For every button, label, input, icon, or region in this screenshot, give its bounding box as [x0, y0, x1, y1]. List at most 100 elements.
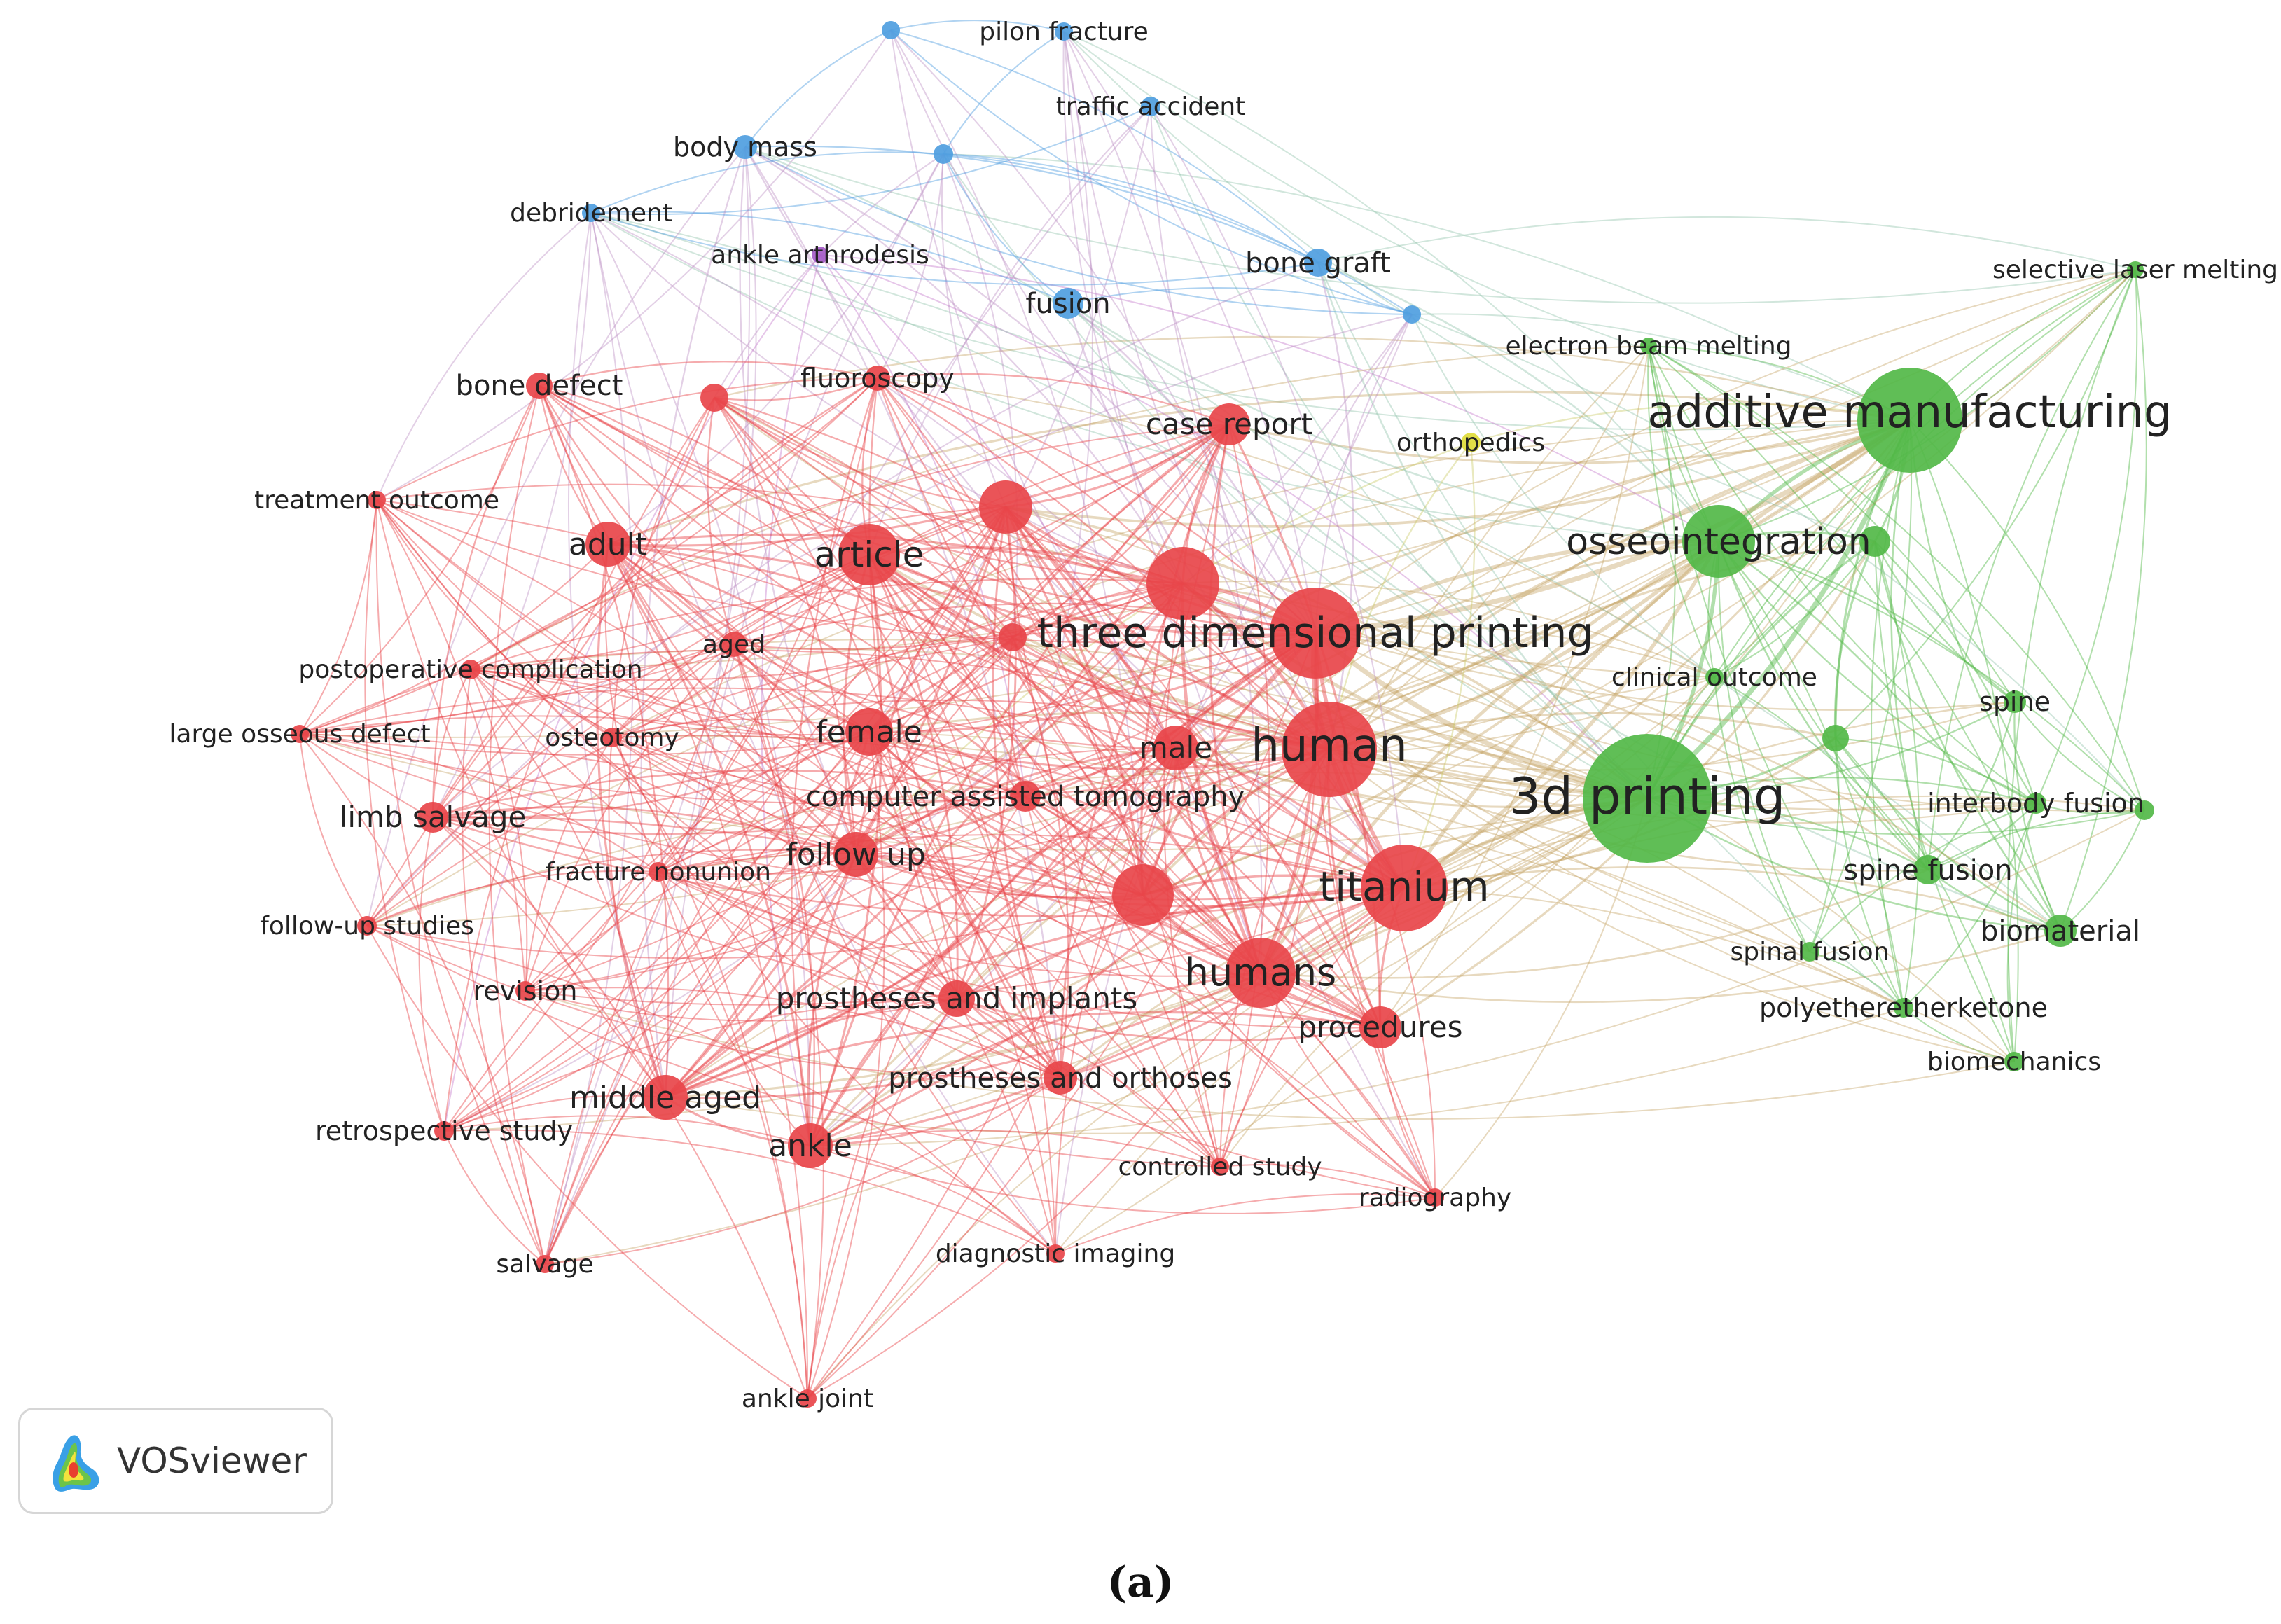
network-edge [1315, 418, 1911, 636]
node-spine[interactable] [2004, 690, 2026, 713]
node-selective-laser-melting[interactable] [2127, 261, 2144, 278]
network-edge [1005, 506, 1436, 1198]
node-unlabeled-25[interactable] [1403, 305, 1421, 324]
network-edge [1908, 419, 2037, 804]
node-unlabeled-4[interactable] [1822, 725, 1849, 751]
node-retrospective-study[interactable] [434, 1121, 454, 1141]
network-edge [1314, 539, 1719, 635]
node-three-dimensional-printing[interactable] [1270, 588, 1361, 679]
node-bone-graft[interactable] [1304, 249, 1332, 277]
node-ankle-joint[interactable] [798, 1389, 817, 1408]
node-ankle[interactable] [788, 1123, 833, 1168]
node-human[interactable] [1282, 702, 1377, 797]
node-traffic-accident[interactable] [1141, 97, 1160, 116]
node-pilon-fracture[interactable] [1055, 22, 1073, 41]
network-edge [744, 146, 1413, 315]
network-edge [1380, 1027, 1436, 1198]
node-unlabeled-17[interactable] [882, 21, 900, 39]
node-aged[interactable] [721, 632, 747, 657]
label-electron-beam-melting: electron beam melting [1505, 332, 1791, 361]
node-orthopedics[interactable] [1461, 433, 1481, 452]
node-body-mass[interactable] [733, 135, 757, 159]
node-electron-beam-melting[interactable] [1640, 338, 1657, 354]
node-additive-manufacturing[interactable] [1857, 368, 1962, 473]
node-unlabeled-51[interactable] [999, 623, 1027, 651]
label-adult: adult [569, 527, 647, 562]
node-fusion[interactable] [1053, 288, 1083, 319]
network-edge [1067, 286, 1413, 315]
network-edge [299, 733, 1405, 901]
node-prostheses-and-implants[interactable] [938, 980, 975, 1017]
node-unlabeled-21[interactable] [934, 144, 953, 164]
node-article[interactable] [838, 524, 900, 585]
node-follow-up[interactable] [833, 832, 878, 877]
network-edge [470, 649, 1330, 750]
network-edge [539, 385, 1330, 751]
node-unlabeled-31[interactable] [1146, 547, 1219, 620]
network-edge [1067, 303, 1330, 750]
node-biomaterial[interactable] [2044, 915, 2077, 947]
node-case-report[interactable] [1208, 403, 1250, 445]
node-salvage[interactable] [536, 1255, 554, 1273]
node-male[interactable] [1153, 726, 1198, 770]
node-spine-fusion[interactable] [1913, 855, 1943, 884]
node-debridement[interactable] [582, 204, 600, 222]
network-edge [470, 669, 957, 999]
network-edge [819, 254, 1026, 797]
node-middle-aged[interactable] [643, 1075, 688, 1120]
node-clinical-outcome[interactable] [1705, 668, 1724, 686]
network-edge [658, 871, 811, 1146]
node-spinal-fusion[interactable] [1800, 942, 1819, 962]
network-edge [819, 254, 1261, 973]
node-bone-defect[interactable] [526, 373, 553, 399]
node-unlabeled-48[interactable] [700, 384, 728, 412]
node-unlabeled-33[interactable] [1112, 864, 1174, 926]
node-procedures[interactable] [1359, 1006, 1401, 1048]
node-treatment-outcome[interactable] [368, 491, 386, 509]
node-follow-up-studies[interactable] [357, 916, 377, 936]
network-edge [525, 987, 1061, 1078]
node-diagnostic-imaging[interactable] [1046, 1244, 1065, 1263]
network-edge [733, 602, 1316, 646]
node-female[interactable] [845, 708, 893, 756]
network-edge [1648, 345, 2016, 702]
node-ankle-arthrodesis[interactable] [812, 247, 828, 263]
network-edge [299, 733, 1381, 1028]
network-edge [470, 644, 735, 676]
network-edge [299, 733, 1330, 805]
node-computer-assisted-tomography[interactable] [1010, 781, 1041, 812]
node-radiography[interactable] [1426, 1188, 1444, 1207]
node-interbody-fusion[interactable] [2025, 793, 2046, 814]
node-limb-salvage[interactable] [417, 802, 448, 833]
network-edge [539, 384, 1381, 1028]
network-edge [544, 424, 1230, 1265]
node-humans[interactable] [1226, 938, 1296, 1008]
node-unlabeled-10[interactable] [2135, 800, 2154, 820]
label-spine-fusion: spine fusion [1843, 854, 2012, 887]
node-3d-printing[interactable] [1583, 734, 1712, 863]
node-osseointegration[interactable] [1682, 505, 1755, 578]
node-large-osseous-defect[interactable] [291, 725, 309, 743]
node-osteotomy[interactable] [602, 728, 622, 747]
node-fluoroscopy[interactable] [865, 366, 890, 391]
network-edge [876, 377, 1177, 749]
network-edge [714, 397, 1006, 508]
node-titanium[interactable] [1361, 845, 1448, 931]
network-edge [877, 373, 1230, 426]
node-adult[interactable] [585, 522, 630, 567]
node-prostheses-and-orthoses[interactable] [1044, 1061, 1077, 1095]
node-polyetheretherketone[interactable] [1894, 998, 1913, 1018]
node-unlabeled-3[interactable] [1859, 526, 1890, 557]
node-controlled-study[interactable] [1211, 1158, 1229, 1176]
network-edge [810, 1076, 1061, 1147]
node-fracture-nonunion[interactable] [649, 862, 668, 882]
network-edge [1403, 887, 2015, 1062]
node-postoperative-complication[interactable] [461, 660, 480, 679]
label-orthopedics: orthopedics [1396, 429, 1545, 457]
network-edge [1174, 747, 1382, 1028]
node-biomechanics[interactable] [2004, 1052, 2024, 1071]
network-edge [443, 731, 870, 1132]
node-unlabeled-32[interactable] [979, 480, 1032, 534]
node-revision[interactable] [515, 981, 535, 1001]
